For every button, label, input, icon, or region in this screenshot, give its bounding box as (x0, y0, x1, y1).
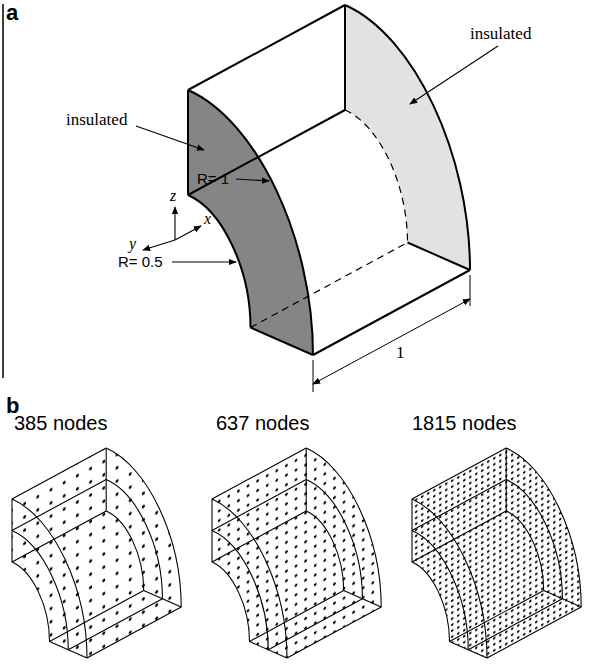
boundary-label: insulated (66, 110, 127, 130)
mesh-title: 637 nodes (216, 412, 309, 435)
radius-label: R= 1 (197, 170, 229, 187)
coordinate-axes (143, 207, 201, 250)
boundary-label: insulated (470, 24, 531, 44)
axis-label: z (170, 187, 176, 205)
node-mesh (212, 448, 381, 658)
panel-letter: a (6, 0, 18, 25)
node-mesh (12, 448, 181, 658)
dimension-label: 1 (396, 343, 405, 363)
axis-label: x (204, 210, 211, 228)
dimension-line (313, 275, 470, 392)
radius-label: R= 0.5 (118, 253, 163, 270)
mesh-title: 385 nodes (14, 412, 107, 435)
axis-label: y (129, 235, 136, 253)
node-mesh (412, 448, 581, 658)
mesh-title: 1815 nodes (412, 412, 517, 435)
solid-body (188, 5, 470, 355)
panel-border (2, 4, 4, 378)
leader-lines (136, 46, 498, 262)
